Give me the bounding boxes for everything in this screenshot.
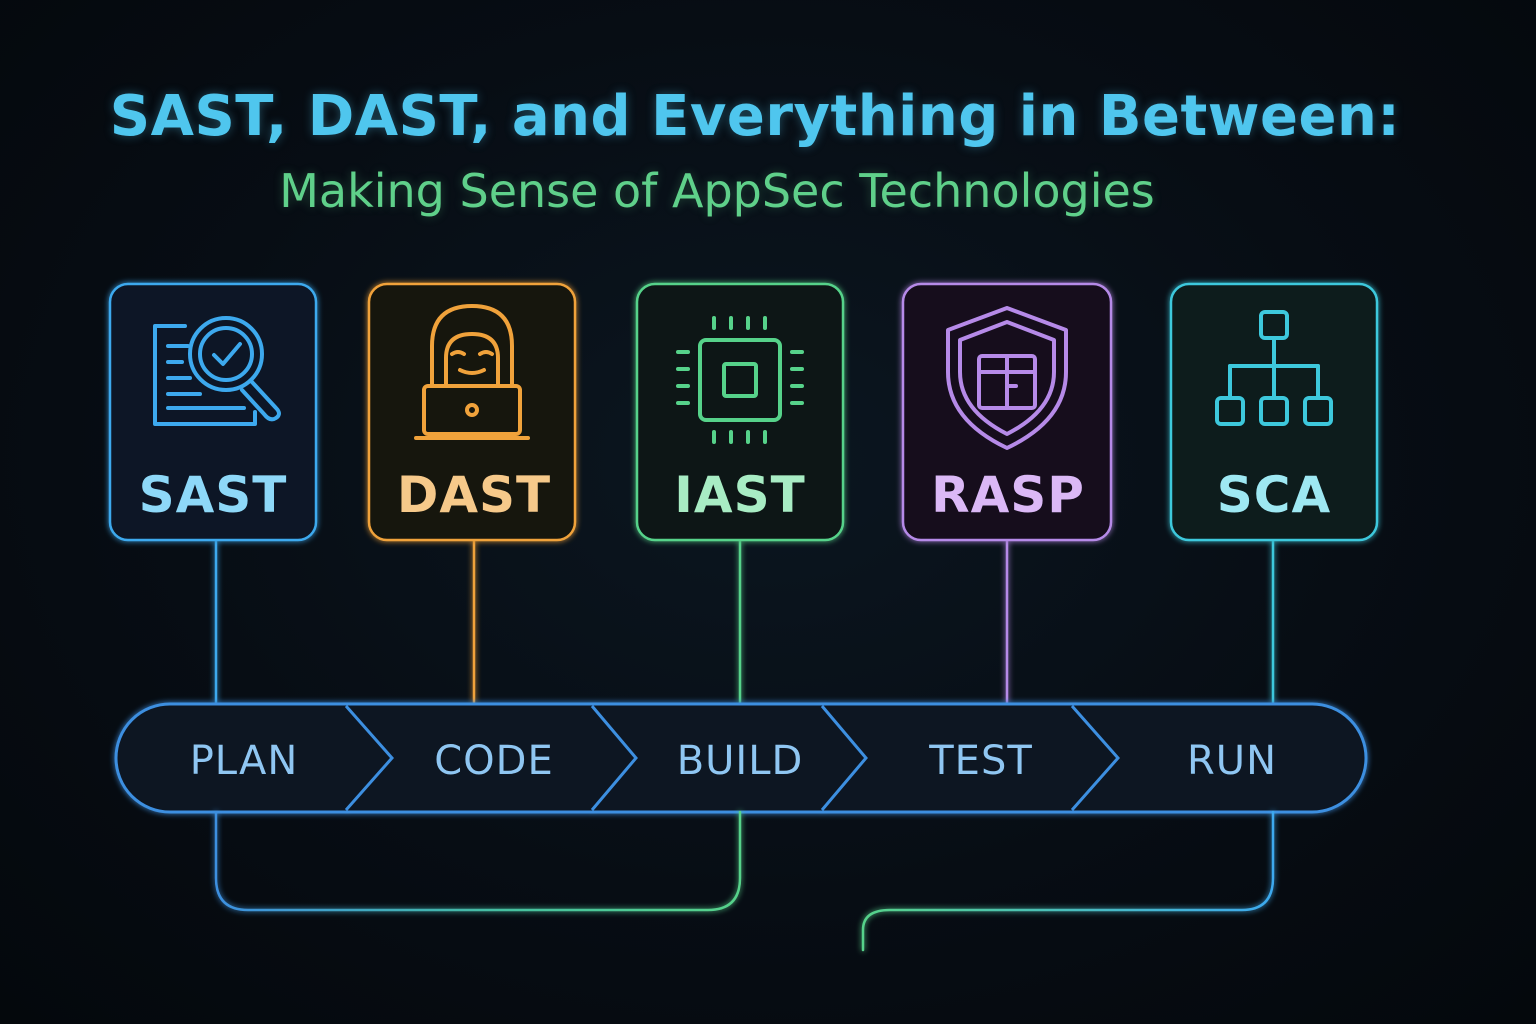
connector-lines <box>214 540 1275 704</box>
feedback-loop-left <box>214 810 742 912</box>
stage-run: RUN <box>1187 738 1277 784</box>
tool-card-sca: SCA <box>1169 282 1379 542</box>
stage-build: BUILD <box>677 738 804 784</box>
stage-test: TEST <box>928 738 1033 784</box>
page-subtitle: Making Sense of AppSec Technologies <box>279 164 1155 218</box>
tool-label-iast: IAST <box>674 466 805 524</box>
hooded-hacker-laptop-icon <box>414 304 530 440</box>
shield-icon <box>946 306 1068 450</box>
feedback-loop-right <box>861 810 1275 952</box>
stage-plan: PLAN <box>190 738 299 784</box>
feedback-loops <box>214 810 1275 952</box>
stage-code: CODE <box>434 738 554 784</box>
page-title: SAST, DAST, and Everything in Between: <box>109 84 1401 149</box>
tool-card-sast: SAST <box>108 282 318 542</box>
tool-label-sca: SCA <box>1217 466 1331 524</box>
tool-card-rasp: RASP <box>901 282 1113 542</box>
tool-label-rasp: RASP <box>931 466 1085 524</box>
stage-divider-4 <box>1070 705 1121 811</box>
stage-divider-2 <box>590 705 638 811</box>
pipeline-stages: PLAN CODE BUILD TEST RUN <box>190 738 1277 784</box>
microchip-icon <box>676 316 804 444</box>
dependency-tree-icon <box>1215 310 1333 426</box>
tool-label-dast: DAST <box>397 466 551 524</box>
code-scan-magnifier-icon <box>153 316 281 426</box>
stage-divider-3 <box>820 705 868 811</box>
stage-divider-1 <box>344 705 395 811</box>
tool-card-dast: DAST <box>367 282 577 542</box>
tool-label-sast: SAST <box>139 466 288 524</box>
tool-card-iast: IAST <box>635 282 845 542</box>
